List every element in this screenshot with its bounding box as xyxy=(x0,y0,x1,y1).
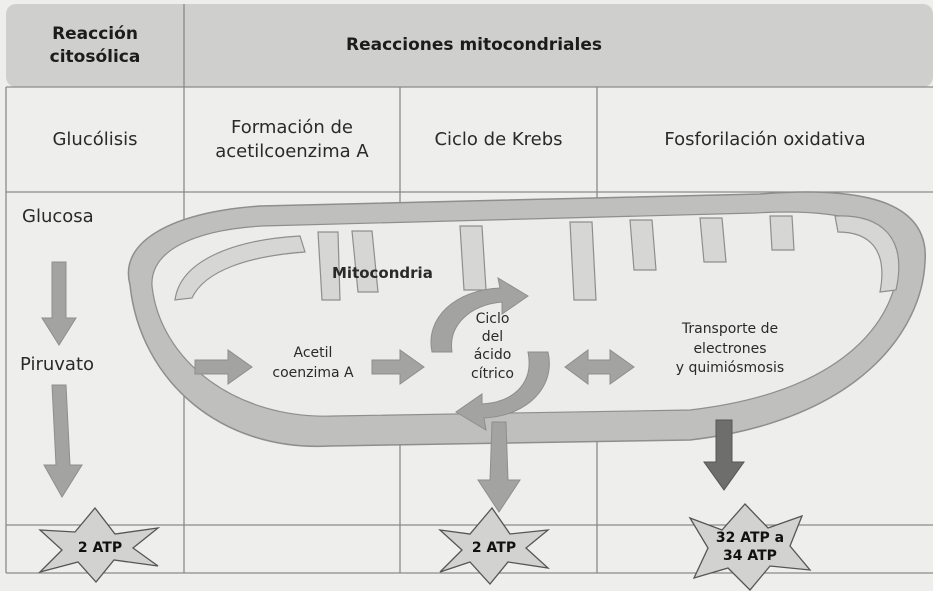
header-mitochondrial: Reacciones mitocondriales xyxy=(346,35,602,56)
glucose-label: Glucosa xyxy=(22,206,94,227)
atp-oxidative-label: 32 ATP a 34 ATP xyxy=(715,530,785,564)
stage-glycolysis: Glucólisis xyxy=(52,128,138,150)
atp-glycolysis-label: 2 ATP xyxy=(77,540,123,556)
flow-arrows xyxy=(41,261,635,513)
atp-krebs-label: 2 ATP xyxy=(471,540,517,556)
atp-stars xyxy=(37,503,812,591)
header-band xyxy=(6,4,933,87)
mitochondrion-label: Mitocondria xyxy=(332,264,433,282)
stage-krebs-cycle: Ciclo de Krebs xyxy=(434,128,563,150)
mitochondrion-shape xyxy=(127,191,926,448)
stage-acetyl-coa-formation: Formación de acetilcoenzima A xyxy=(215,117,369,162)
atp-star-glycolysis xyxy=(37,506,161,583)
krebs-cycle-arrows xyxy=(430,276,550,431)
atp-star-krebs xyxy=(438,506,551,585)
oxidative-arrow xyxy=(703,419,745,491)
pyruvate-label: Piruvato xyxy=(20,354,95,375)
atp-star-oxidative xyxy=(688,503,812,591)
stage-oxidative-phosphorylation: Fosforilación oxidativa xyxy=(664,128,866,150)
electron-transport-label: Transporte de electrones y quimiósmosis xyxy=(675,321,785,377)
acetyl-coa-label: Acetil coenzima A xyxy=(272,345,354,381)
header-cytosolic: Reacción citosólica xyxy=(49,23,141,67)
citric-acid-cycle-label: Ciclo del ácido cítrico xyxy=(471,311,514,382)
